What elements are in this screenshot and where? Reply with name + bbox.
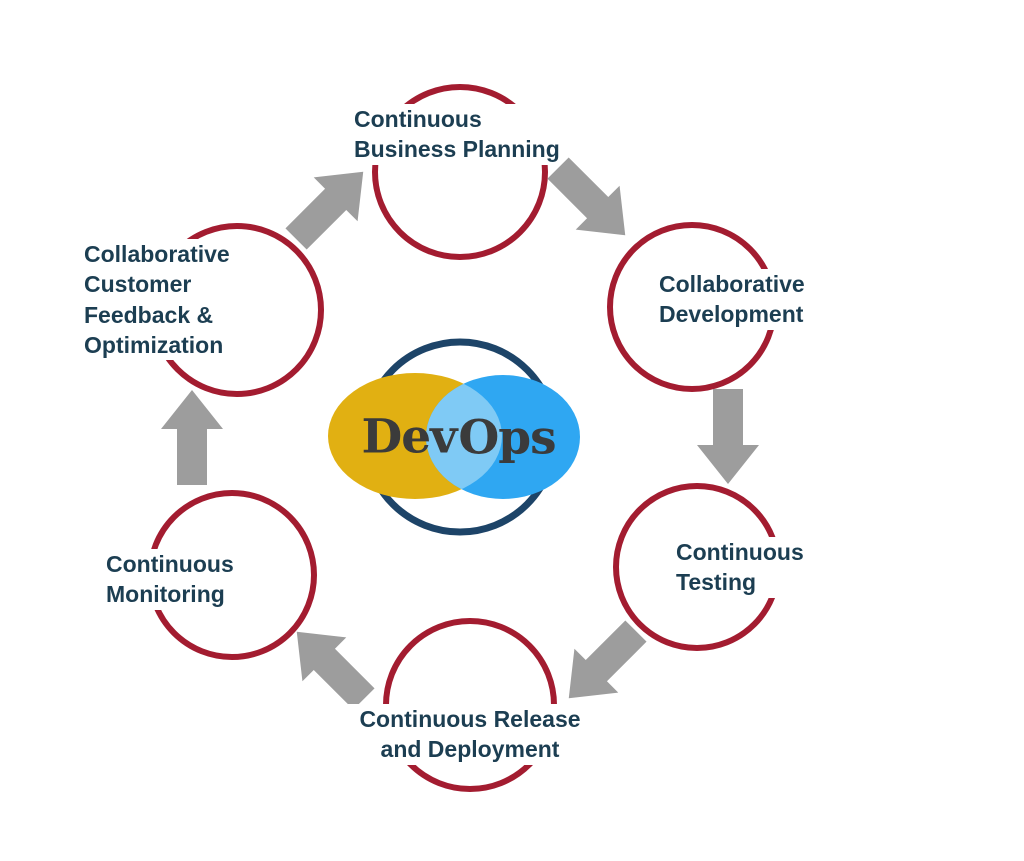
arrow-development-to-testing xyxy=(697,389,759,484)
stage-label-collaborative-development: Collaborative Development xyxy=(659,269,805,330)
stage-label-release-deployment: Continuous Release and Deployment xyxy=(348,704,592,765)
stage-label-business-planning: Continuous Business Planning xyxy=(354,104,560,165)
devops-logo-overlap-lens xyxy=(426,375,502,499)
arrow-testing-to-release xyxy=(568,620,647,699)
arrow-release-to-monitoring xyxy=(296,631,375,710)
stage-label-continuous-monitoring: Continuous Monitoring xyxy=(106,549,234,610)
stage-ring-business-planning xyxy=(372,84,548,260)
arrow-feedback-to-planning xyxy=(285,171,364,250)
devops-logo-ops-text: Ops xyxy=(458,410,556,466)
stage-label-continuous-testing: Continuous Testing xyxy=(676,537,804,598)
stage-label-customer-feedback: Collaborative Customer Feedback & Optimi… xyxy=(84,239,230,361)
devops-logo-dev-text: Dev xyxy=(361,409,458,465)
arrow-monitoring-to-feedback xyxy=(161,390,223,485)
arrow-planning-to-development xyxy=(547,157,626,236)
